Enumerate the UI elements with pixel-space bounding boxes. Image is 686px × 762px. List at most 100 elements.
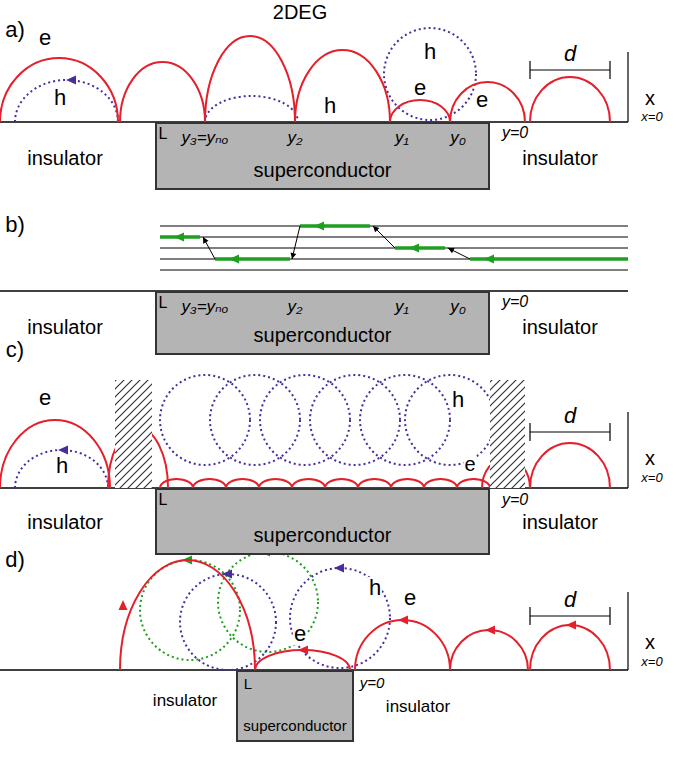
arrow-head xyxy=(398,616,408,625)
panel-letter: d) xyxy=(5,549,25,571)
dimension-label: d xyxy=(563,589,577,611)
position-label: y₂ xyxy=(288,298,303,315)
electron-orbit xyxy=(530,625,610,670)
orbit-label: h xyxy=(53,87,67,109)
electron-orbit xyxy=(450,82,525,122)
electron-orbit xyxy=(358,479,391,488)
landau-level xyxy=(160,237,628,238)
hole-orbit xyxy=(290,568,390,668)
region-label: insulator xyxy=(386,698,450,715)
electron-orbit xyxy=(255,650,350,670)
orbit-label: e xyxy=(403,587,417,609)
region-label: insulator xyxy=(27,148,103,168)
electron-orbit xyxy=(259,479,292,488)
region-label: 2DEG xyxy=(273,2,327,22)
electron-orbit xyxy=(355,620,450,670)
arrow-head xyxy=(66,76,76,85)
region-label: insulator xyxy=(522,148,598,168)
panel-letter: c) xyxy=(6,339,24,361)
landau-level xyxy=(160,226,628,227)
hole-orbit xyxy=(15,450,108,488)
arrow-head xyxy=(200,236,208,244)
orbit-label: e xyxy=(463,454,476,474)
orbit-label: e xyxy=(293,623,307,645)
orbit-label: h xyxy=(451,389,465,411)
electron-orbit xyxy=(292,479,325,488)
hole-orbit xyxy=(260,375,350,465)
orbit-label: e xyxy=(38,387,52,409)
edge-state-segment xyxy=(300,224,370,228)
arrow-head xyxy=(314,222,324,231)
position-label: y=0 xyxy=(502,294,528,310)
arrow-head xyxy=(119,600,128,610)
orbit-label: e xyxy=(38,27,52,49)
electron-orbit xyxy=(193,479,226,488)
position-label: L xyxy=(159,492,168,508)
electron-orbit xyxy=(390,100,450,122)
dimension-tick xyxy=(529,423,530,441)
dimension-tick xyxy=(529,61,530,79)
dimension-tick xyxy=(529,607,530,625)
dimension-line xyxy=(530,615,610,616)
region-label: insulator xyxy=(153,692,217,709)
superconductor-block: superconductor xyxy=(155,488,490,555)
region-label: superconductor xyxy=(254,524,392,553)
electron-orbit xyxy=(530,77,610,122)
axis-label: x xyxy=(645,632,655,652)
arrow-head xyxy=(447,245,455,253)
barrier-ground xyxy=(490,380,525,488)
dimension-tick xyxy=(609,61,610,79)
axis-label: x xyxy=(645,88,655,108)
electron-orbit xyxy=(457,479,490,488)
arrow-head xyxy=(484,255,494,264)
electron-orbit xyxy=(295,50,390,122)
axis-label: x=0 xyxy=(641,655,662,668)
dimension-tick xyxy=(609,607,610,625)
arrow-head xyxy=(566,621,576,630)
hole-orbit xyxy=(310,375,400,465)
orbit-label: h xyxy=(323,95,337,117)
position-label: y=0 xyxy=(502,125,528,141)
edge-state-segment xyxy=(215,257,290,261)
arrow-head xyxy=(371,224,379,232)
hole-orbit xyxy=(405,375,495,465)
axis-label: x=0 xyxy=(641,471,662,484)
orbit-label: e xyxy=(413,77,427,99)
position-label: y₁ xyxy=(395,129,409,146)
orbit-label: h xyxy=(423,41,437,63)
position-label: y₀ xyxy=(450,129,466,146)
region-label: insulator xyxy=(522,317,598,337)
axis-line xyxy=(627,592,628,670)
hole-orbit xyxy=(160,375,250,465)
region-label: insulator xyxy=(522,512,598,532)
electron-orbit xyxy=(120,560,255,670)
arrow-head xyxy=(289,252,296,259)
barrier-hatch xyxy=(115,380,152,488)
position-label: y=0 xyxy=(502,492,528,508)
electron-orbit xyxy=(450,630,528,670)
hole-orbit xyxy=(140,560,240,660)
arrow-head xyxy=(409,244,419,253)
electron-orbit xyxy=(226,479,259,488)
electron-orbit xyxy=(530,443,610,488)
dimension-line xyxy=(530,431,610,432)
arrow-head xyxy=(174,233,184,242)
electron-orbit xyxy=(424,479,457,488)
region-label: insulator xyxy=(27,512,103,532)
panel-letter: a) xyxy=(5,19,25,41)
orbit-label: e xyxy=(475,89,489,111)
electron-orbit xyxy=(391,479,424,488)
panel-letter: b) xyxy=(5,214,25,236)
region-label: superconductor xyxy=(254,324,392,353)
electron-orbit xyxy=(325,479,358,488)
electron-orbit xyxy=(120,62,205,122)
orbit-label: h xyxy=(55,455,69,477)
barrier-ground xyxy=(115,380,152,488)
hole-orbit xyxy=(210,375,300,465)
position-label: y₂ xyxy=(288,129,303,146)
orbit-label: h xyxy=(368,577,382,599)
region-label: insulator xyxy=(27,317,103,337)
arrow-head xyxy=(58,446,68,455)
position-label: y=0 xyxy=(360,675,385,690)
